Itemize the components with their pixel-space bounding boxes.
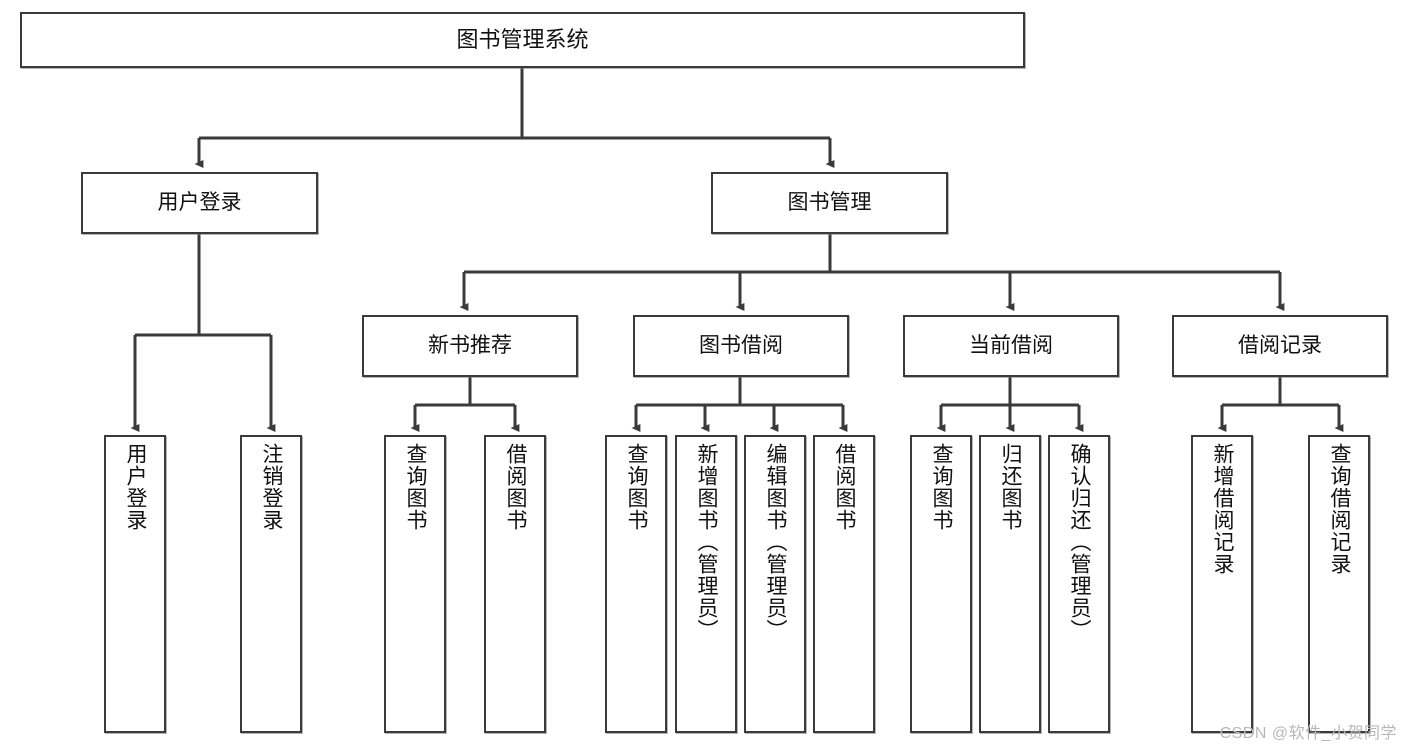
node-leaf-query-book-3-label: 查询图书 bbox=[930, 443, 954, 531]
node-book-borrow-label: 图书借阅 bbox=[699, 333, 783, 357]
watermark-text: CSDN @软件_小贺同学 bbox=[1219, 725, 1397, 742]
node-leaf-query-borrow-record-label: 查询借阅记录 bbox=[1328, 443, 1352, 575]
node-leaf-query-book-2[interactable]: 查询图书 bbox=[605, 435, 667, 733]
node-leaf-query-book-2-label: 查询图书 bbox=[625, 443, 649, 531]
node-root[interactable]: 图书管理系统 bbox=[20, 12, 1025, 68]
node-leaf-borrow-book-2[interactable]: 借阅图书 bbox=[813, 435, 875, 733]
node-borrow-record[interactable]: 借阅记录 bbox=[1172, 315, 1388, 377]
node-leaf-query-book-1[interactable]: 查询图书 bbox=[384, 435, 446, 733]
node-borrow-record-label: 借阅记录 bbox=[1238, 333, 1322, 357]
node-leaf-add-borrow-record-label: 新增借阅记录 bbox=[1211, 443, 1235, 575]
node-leaf-query-borrow-record[interactable]: 查询借阅记录 bbox=[1308, 435, 1370, 733]
node-book-borrow[interactable]: 图书借阅 bbox=[633, 315, 849, 377]
node-current-borrow[interactable]: 当前借阅 bbox=[903, 315, 1119, 377]
node-leaf-user-login-label: 用户登录 bbox=[124, 443, 148, 531]
node-leaf-logout-login[interactable]: 注销登录 bbox=[240, 435, 302, 733]
node-current-borrow-label: 当前借阅 bbox=[969, 333, 1053, 357]
node-user-login[interactable]: 用户登录 bbox=[81, 172, 318, 234]
node-book-manage[interactable]: 图书管理 bbox=[711, 172, 948, 234]
node-leaf-borrow-book-1-label: 借阅图书 bbox=[504, 443, 528, 531]
node-leaf-return-book[interactable]: 归还图书 bbox=[979, 435, 1041, 733]
node-leaf-edit-book-admin[interactable]: 编辑图书（管理员） bbox=[744, 435, 806, 733]
node-leaf-borrow-book-2-label: 借阅图书 bbox=[833, 443, 857, 531]
node-leaf-add-book-admin[interactable]: 新增图书（管理员） bbox=[675, 435, 737, 733]
node-leaf-confirm-return-admin[interactable]: 确认归还（管理员） bbox=[1048, 435, 1110, 733]
node-leaf-query-book-3[interactable]: 查询图书 bbox=[910, 435, 972, 733]
node-user-login-label: 用户登录 bbox=[157, 190, 242, 214]
node-leaf-query-book-1-label: 查询图书 bbox=[404, 443, 428, 531]
node-book-manage-label: 图书管理 bbox=[787, 190, 872, 214]
node-new-book-recommend-label: 新书推荐 bbox=[428, 333, 512, 357]
node-new-book-recommend[interactable]: 新书推荐 bbox=[362, 315, 578, 377]
node-leaf-add-borrow-record[interactable]: 新增借阅记录 bbox=[1191, 435, 1253, 733]
node-leaf-confirm-return-admin-label: 确认归还（管理员） bbox=[1068, 443, 1092, 641]
node-leaf-borrow-book-1[interactable]: 借阅图书 bbox=[484, 435, 546, 733]
node-root-label: 图书管理系统 bbox=[456, 27, 589, 53]
node-leaf-return-book-label: 归还图书 bbox=[999, 443, 1023, 531]
node-leaf-logout-login-label: 注销登录 bbox=[260, 443, 284, 531]
node-leaf-add-book-admin-label: 新增图书（管理员） bbox=[695, 443, 719, 641]
node-leaf-user-login[interactable]: 用户登录 bbox=[104, 435, 166, 733]
node-leaf-edit-book-admin-label: 编辑图书（管理员） bbox=[764, 443, 788, 641]
